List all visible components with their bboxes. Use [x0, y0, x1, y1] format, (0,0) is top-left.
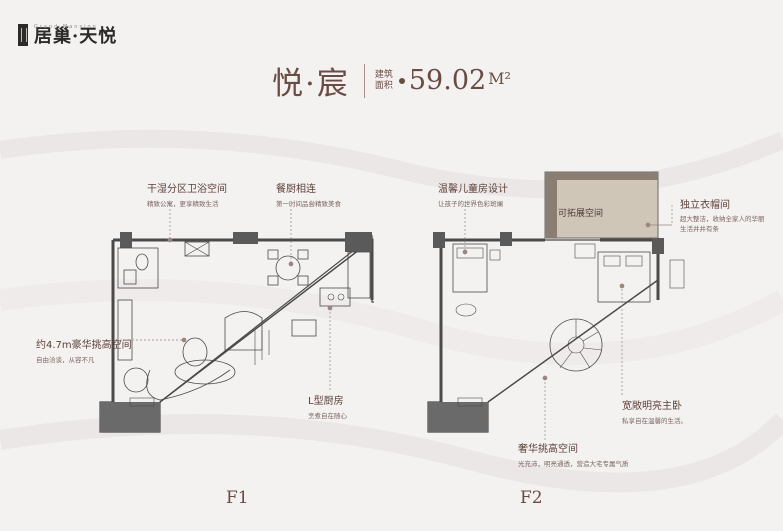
callout-dining-sub: 第一时间品尝精致美食 — [276, 200, 341, 208]
area-value: 59.02 — [408, 65, 487, 96]
floor1-plan — [99, 232, 374, 433]
callout-kitchen: L型厨房 烹煮自在随心 — [308, 392, 347, 420]
callout-master-sub: 私享自在温馨的生活。 — [622, 417, 687, 425]
title-divider — [363, 63, 365, 98]
callout-dining-title: 餐厨相连 — [276, 184, 316, 195]
callout-closet-sub: 超大整洁，收纳全家人的华丽生活井井有条 — [680, 215, 765, 233]
callout-kids: 温馨儿童房设计 让孩子的世界色彩斑斓 — [438, 180, 508, 208]
plan-name: 悦·宸 — [272, 66, 350, 102]
callout-double: 奢华挑高空间 光充沛，明亮通透，营造大宅专属气质 — [518, 440, 629, 468]
callout-kitchen-sub: 烹煮自在随心 — [308, 412, 347, 420]
area-unit: M² — [488, 69, 511, 88]
brand-name: 居巢·天悦 — [34, 26, 118, 47]
area-dot-icon — [398, 77, 405, 84]
callout-kids-sub: 让孩子的世界色彩斑斓 — [438, 200, 503, 208]
unit-title: 悦·宸 建筑面积 59.02 M² — [0, 58, 783, 103]
area-label: 建筑面积 — [374, 69, 393, 91]
callout-kitchen-title: L型厨房 — [308, 396, 344, 407]
callout-bath: 干湿分区卫浴空间 精致公寓，更享精致生活 — [147, 180, 227, 208]
callout-master: 宽敞明亮主卧 私享自在温馨的生活。 — [622, 397, 687, 425]
brand-sub: Grand Mansion — [34, 24, 98, 30]
callout-closet-title: 独立衣帽间 — [680, 200, 730, 211]
callout-bath-title: 干湿分区卫浴空间 — [147, 184, 227, 195]
floor1-label: F1 — [226, 488, 249, 508]
callout-double-sub: 光充沛，明亮通透，营造大宅专属气质 — [518, 460, 629, 468]
callout-bath-sub: 精致公寓，更享精致生活 — [147, 200, 219, 208]
callout-closet: 独立衣帽间 超大整洁，收纳全家人的华丽生活井井有条 — [680, 196, 770, 234]
brand-logo: 居巢·天悦 — [18, 22, 117, 48]
callout-master-title: 宽敞明亮主卧 — [622, 401, 682, 412]
callout-dining: 餐厨相连 第一时间品尝精致美食 — [276, 180, 341, 208]
callout-height-title: 约4.7m豪华挑高空间 — [36, 340, 132, 351]
floor2-plan — [427, 171, 685, 433]
expand-space-label: 可拓展空间 — [558, 209, 604, 219]
callout-height: 约4.7m豪华挑高空间 自由洽谈，从容不凡 — [36, 336, 132, 364]
callout-double-title: 奢华挑高空间 — [518, 444, 578, 455]
callout-kids-title: 温馨儿童房设计 — [438, 184, 508, 195]
callout-height-sub: 自由洽谈，从容不凡 — [36, 356, 95, 364]
logo-mark-icon — [18, 24, 28, 46]
floor2-label: F2 — [520, 488, 543, 508]
